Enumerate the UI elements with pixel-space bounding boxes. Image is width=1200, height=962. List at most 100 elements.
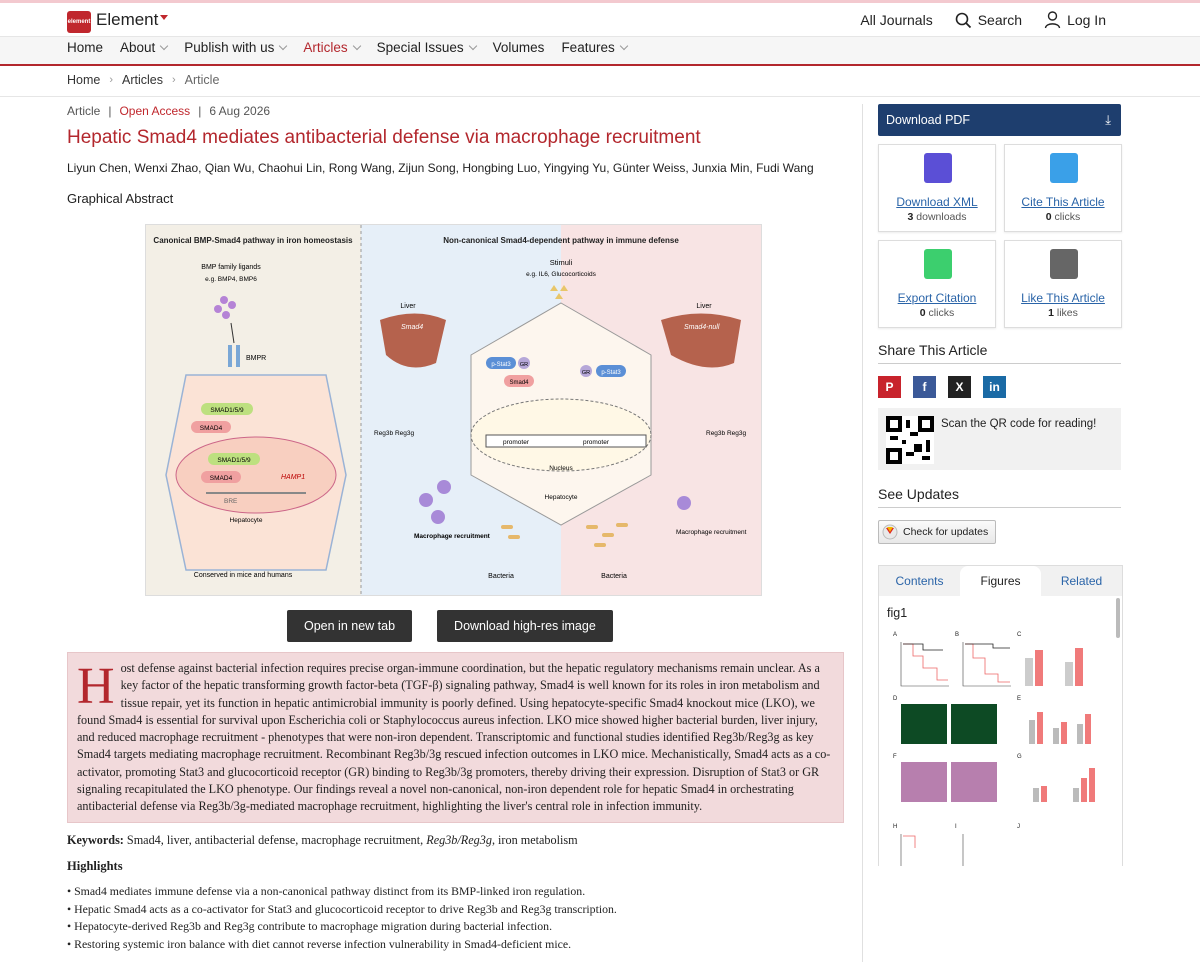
qr-box: Scan the QR code for reading!: [878, 408, 1121, 470]
column-divider: [862, 104, 863, 962]
nav-item-label: Home: [67, 40, 104, 55]
card-count: 1 likes: [1005, 307, 1121, 319]
card-count-unit: likes: [1056, 307, 1078, 319]
nav-item-features[interactable]: Features: [561, 40, 628, 55]
graphical-abstract-figure[interactable]: Canonical BMP-Smad4 pathway in iron home…: [145, 224, 762, 596]
card-count-number: 3: [907, 211, 914, 223]
facebook-icon[interactable]: f: [913, 376, 936, 398]
svg-text:F: F: [893, 754, 897, 760]
figure-label: fig1: [887, 606, 908, 620]
fig-gr-a: GR: [520, 362, 528, 368]
download-pdf-button[interactable]: Download PDF ⤓: [878, 104, 1121, 136]
card-count: 0 clicks: [1005, 211, 1121, 223]
xml-file-icon: [924, 153, 952, 183]
card-label[interactable]: Download XML: [896, 195, 978, 209]
tab-related[interactable]: Related: [1060, 574, 1103, 588]
breadcrumb-home[interactable]: Home: [67, 73, 101, 87]
breadcrumb-separator-icon: ›: [109, 74, 114, 86]
breadcrumb-articles[interactable]: Articles: [122, 73, 163, 87]
fig-hepatocyte-left: Hepatocyte: [230, 517, 263, 524]
article-main: Article | Open Access | 6 Aug 2026 Hepat…: [67, 104, 844, 951]
fig-macrophage-right: Macrophage recruitment: [676, 529, 747, 536]
highlight-item: • Hepatocyte-derived Reg3b and Reg3g con…: [67, 919, 553, 933]
nav-item-label: Articles: [303, 40, 348, 55]
tab-contents[interactable]: Contents: [895, 574, 944, 588]
card-label[interactable]: Like This Article: [1021, 291, 1105, 305]
highlight-item: • Smad4 mediates immune defense via a no…: [67, 884, 586, 898]
fig-bmp-ligands: BMP family ligands: [201, 264, 261, 271]
check-updates-button[interactable]: Check for updates: [878, 520, 997, 544]
x-twitter-icon[interactable]: X: [948, 376, 971, 398]
keywords-text-b: Reg3b/Reg3g: [426, 833, 492, 847]
breadcrumb-bar: Home › Articles › Article: [0, 66, 1200, 97]
fig-right-title: Non-canonical Smad4-dependent pathway in…: [443, 236, 679, 245]
card-like-this-article[interactable]: Like This Article 1 likes: [1004, 240, 1122, 328]
card-download-xml[interactable]: Download XML 3 downloads: [878, 144, 996, 232]
svg-text:D: D: [893, 696, 898, 702]
logo[interactable]: element: [67, 11, 91, 33]
svg-text:H: H: [893, 824, 897, 830]
fig-stimuli: Stimuli: [550, 258, 573, 267]
heart-icon: [1050, 249, 1078, 279]
fig-bre: BRE: [224, 498, 238, 505]
article-title: Hepatic Smad4 mediates antibacterial def…: [67, 127, 701, 148]
fig-macrophage-left: Macrophage recruitment: [414, 533, 491, 540]
fig-smad4-null: Smad4-null: [684, 324, 720, 331]
brand-name[interactable]: Element: [96, 10, 159, 29]
download-hires-button[interactable]: Download high-res image: [437, 610, 613, 642]
linkedin-icon[interactable]: in: [983, 376, 1006, 398]
tab-figures[interactable]: Figures: [960, 566, 1041, 596]
open-new-tab-button[interactable]: Open in new tab: [287, 610, 413, 642]
card-label[interactable]: Export Citation: [897, 291, 977, 305]
keywords-label: Keywords:: [67, 833, 124, 847]
chevron-down-icon: [619, 41, 628, 50]
search-link[interactable]: Search: [955, 12, 1022, 29]
highlight-item: • Restoring systemic iron balance with d…: [67, 936, 572, 951]
nav-item-label: Publish with us: [184, 40, 275, 55]
nav-item-label: About: [120, 40, 156, 55]
graphical-abstract-svg: Canonical BMP-Smad4 pathway in iron home…: [146, 225, 761, 595]
main-nav: Home About Publish with us Articles Special …: [0, 37, 1200, 66]
nav-item-about[interactable]: About: [120, 40, 169, 55]
article-meta: Article | Open Access | 6 Aug 2026: [67, 104, 842, 118]
pinterest-icon[interactable]: P: [878, 376, 901, 398]
panel-scrollbar[interactable]: [1116, 598, 1120, 638]
nav-item-volumes[interactable]: Volumes: [493, 40, 545, 55]
brand-dropdown-icon[interactable]: [160, 15, 168, 20]
nav-item-articles[interactable]: Articles: [303, 40, 361, 55]
svg-text:C: C: [1017, 632, 1022, 638]
qr-code-icon[interactable]: [886, 416, 934, 464]
card-count-unit: downloads: [916, 211, 967, 223]
fig-hepatocyte-right: Hepatocyte: [545, 494, 578, 501]
login-link[interactable]: Log In: [1044, 11, 1106, 29]
quote-icon: [1050, 153, 1078, 183]
card-cite-this-article[interactable]: Cite This Article 0 clicks: [1004, 144, 1122, 232]
figure-actions: Open in new tab Download high-res image: [287, 610, 613, 642]
all-journals-label: All Journals: [860, 12, 933, 28]
author-list[interactable]: Liyun Chen, Wenxi Zhao, Qian Wu, Chaohui…: [67, 161, 814, 175]
card-label[interactable]: Cite This Article: [1021, 195, 1105, 209]
crossmark-icon: [882, 524, 898, 540]
svg-text:J: J: [1017, 824, 1020, 830]
action-cards: Download XML 3 downloads Cite This Article…: [878, 144, 1122, 328]
share-heading: Share This Article: [878, 342, 1121, 364]
qr-text: Scan the QR code for reading!: [941, 418, 1097, 430]
fig-promoter-b: promoter: [583, 439, 610, 446]
keywords-text-a: Smad4, liver, antibacterial defense, mac…: [126, 833, 424, 847]
nav-item-home[interactable]: Home: [67, 40, 103, 55]
card-count-unit: clicks: [928, 307, 955, 319]
breadcrumb-separator-icon: ›: [172, 74, 176, 86]
search-icon: [955, 12, 971, 28]
login-label: Log In: [1067, 12, 1106, 28]
nav-item-publish-with-us[interactable]: Publish with us: [184, 40, 288, 55]
graphical-abstract-heading: Graphical Abstract: [67, 191, 174, 206]
meta-separator: |: [198, 104, 202, 118]
fig-liver-left: Liver: [400, 303, 416, 310]
fig-smad4-nucleus: SMAD4: [210, 475, 233, 482]
fig-liver-right: Liver: [696, 303, 712, 310]
abstract-dropcap: H: [77, 658, 115, 715]
nav-item-special-issues[interactable]: Special Issues: [377, 40, 477, 55]
all-journals-link[interactable]: All Journals: [860, 12, 932, 28]
